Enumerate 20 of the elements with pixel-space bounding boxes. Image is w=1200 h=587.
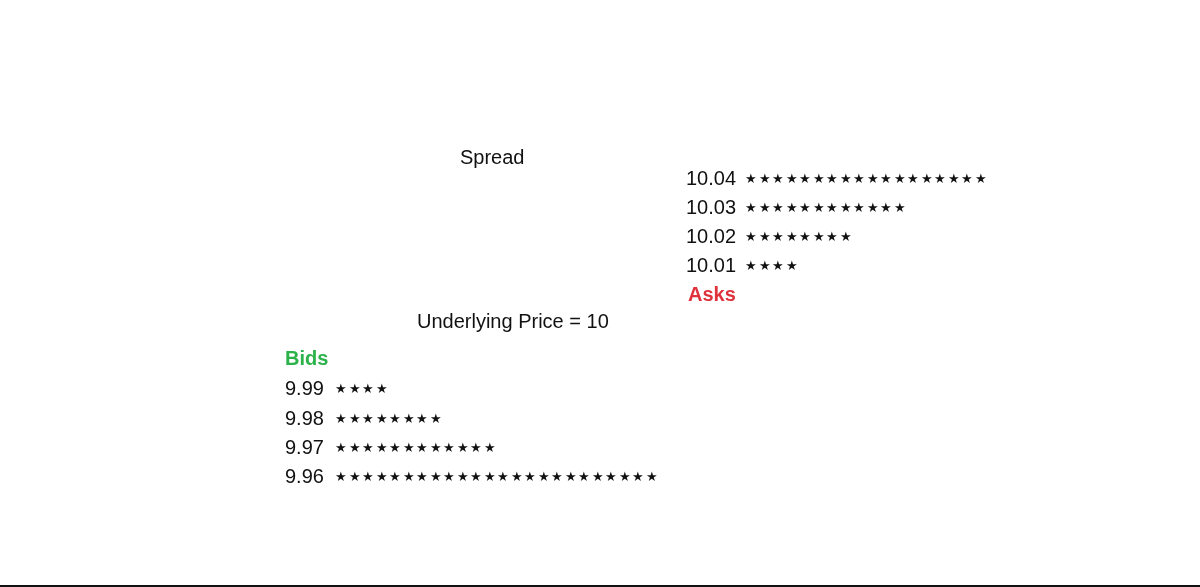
asks-heading: Asks: [688, 284, 736, 304]
order-stars: ★★★★: [745, 258, 799, 272]
order-stars: ★★★★★★★★★★★★: [745, 200, 907, 214]
price-level: 10.04: [686, 168, 737, 188]
spread-label: Spread: [460, 147, 525, 167]
price-level: 10.02: [686, 226, 737, 246]
underlying-price-label: Underlying Price = 10: [417, 311, 609, 331]
order-stars: ★★★★★★★★★★★★★★★★★★: [745, 171, 988, 185]
order-stars: ★★★★★★★★: [335, 411, 443, 425]
price-level: 9.97: [285, 437, 324, 457]
order-stars: ★★★★★★★★: [745, 229, 853, 243]
price-level: 10.01: [686, 255, 737, 275]
order-stars: ★★★★: [335, 381, 389, 395]
price-level: 9.96: [285, 466, 324, 486]
price-level: 9.99: [285, 378, 324, 398]
price-level: 10.03: [686, 197, 737, 217]
price-level: 9.98: [285, 408, 324, 428]
order-stars: ★★★★★★★★★★★★: [335, 440, 497, 454]
bids-heading: Bids: [285, 348, 329, 368]
order-stars: ★★★★★★★★★★★★★★★★★★★★★★★★: [335, 469, 659, 483]
